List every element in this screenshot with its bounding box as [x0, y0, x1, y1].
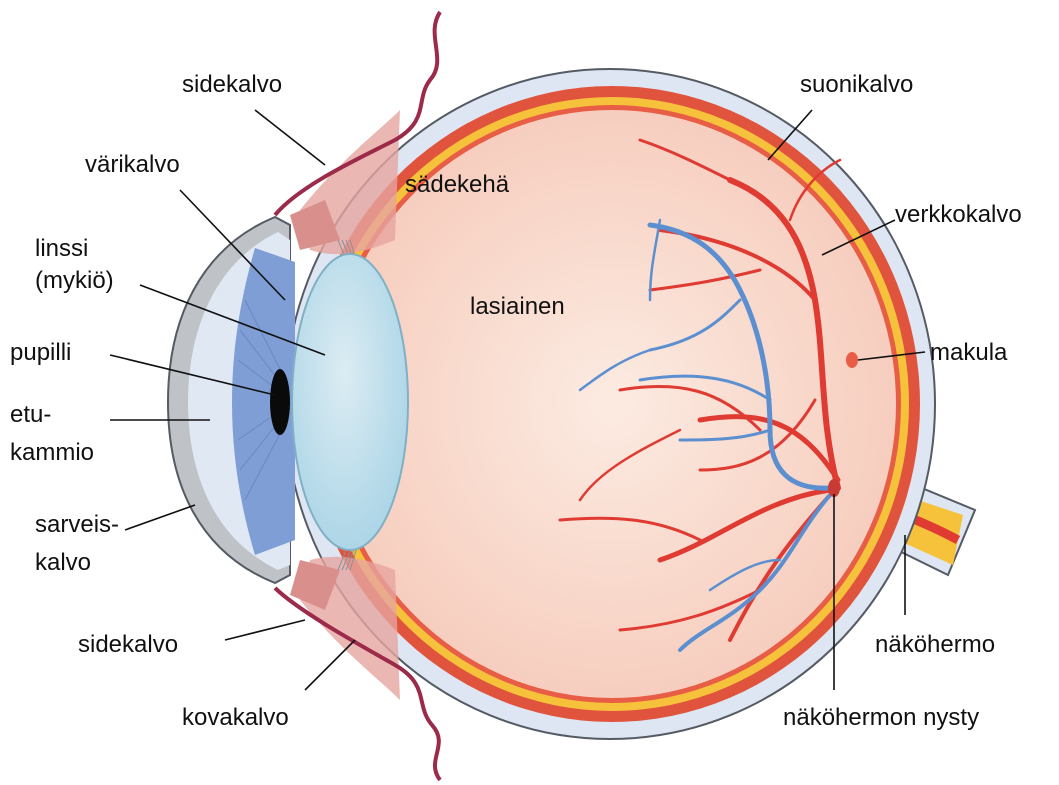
label-varikalvo: värikalvo — [85, 151, 180, 178]
label-suonikalvo: suonikalvo — [800, 71, 913, 98]
label-pupilli: pupilli — [10, 339, 71, 366]
label-sidekalvo-bottom: sidekalvo — [78, 631, 178, 658]
leader-kovakalvo — [305, 640, 355, 690]
label-lasiainen: lasiainen — [470, 293, 565, 320]
label-sadekeha: sädekehä — [405, 171, 510, 198]
label-sidekalvo-top: sidekalvo — [182, 71, 282, 98]
label-verkkokalvo: verkkokalvo — [895, 201, 1022, 228]
label-makula: makula — [930, 339, 1008, 366]
label-sarveiskalvo-line1: sarveis- — [35, 511, 119, 538]
vitreous-body — [328, 110, 896, 698]
leader-sidekalvo-bottom — [225, 620, 305, 640]
label-linssi-line1: linssi — [35, 235, 88, 262]
lens — [292, 254, 408, 550]
leader-sarveiskalvo — [125, 505, 195, 530]
leader-sidekalvo-top — [255, 110, 325, 165]
label-nakohermo: näköhermo — [875, 631, 995, 658]
label-sarveiskalvo-line2: kalvo — [35, 549, 91, 576]
pupil — [270, 369, 290, 435]
label-etukammio-line2: kammio — [10, 439, 94, 466]
label-kovakalvo: kovakalvo — [182, 704, 289, 731]
label-etukammio-line1: etu- — [10, 401, 51, 428]
label-nakohermon-nysty: näköhermon nysty — [783, 704, 979, 731]
macula — [846, 352, 858, 368]
label-linssi-line2: (mykiö) — [35, 267, 114, 294]
